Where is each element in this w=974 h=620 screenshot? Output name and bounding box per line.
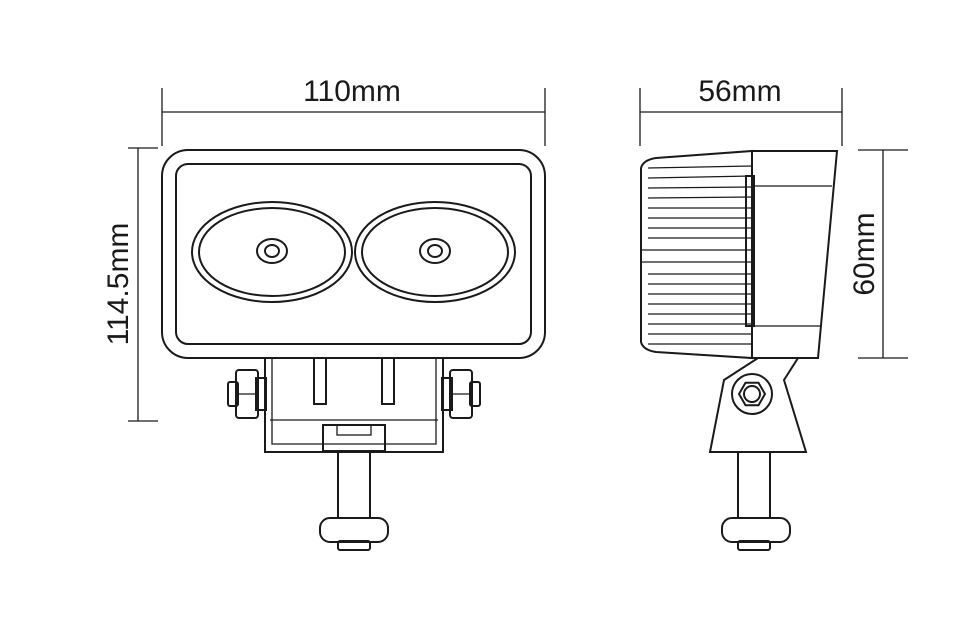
side-height-label: 60mm (848, 212, 881, 295)
side-bezel (745, 150, 839, 359)
front-mounting-bracket (264, 357, 444, 453)
front-view: 110mm 114.5mm (102, 75, 546, 551)
right-bolt (441, 369, 481, 419)
side-depth-label: 56mm (698, 75, 781, 108)
side-height-dimension: 60mm (848, 149, 908, 359)
side-heatsink (640, 149, 753, 360)
side-mount-post (721, 451, 791, 551)
left-bolt (227, 369, 267, 419)
front-mount-post (319, 451, 389, 551)
front-height-label: 114.5mm (102, 223, 135, 346)
right-lens (354, 201, 516, 303)
left-lens (191, 201, 353, 303)
front-width-label: 110mm (303, 75, 401, 108)
front-width-dimension: 110mm (161, 75, 546, 146)
front-housing-inner (175, 163, 532, 345)
front-housing-outer (161, 149, 546, 359)
front-height-dimension: 114.5mm (102, 147, 158, 422)
side-view: 56mm 60mm (639, 75, 908, 551)
side-depth-dimension: 56mm (639, 75, 843, 146)
side-mounting-bracket (708, 357, 808, 453)
